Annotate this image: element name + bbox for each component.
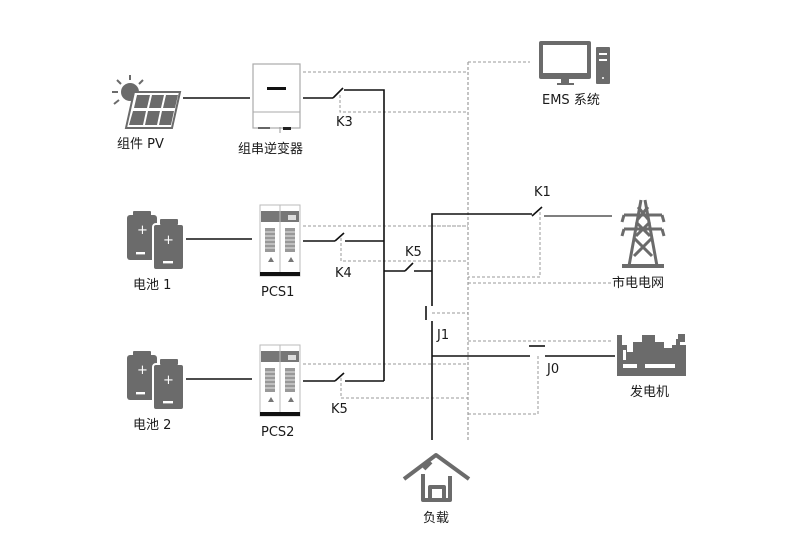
control-lines <box>303 61 612 440</box>
switch-j0: J0 <box>546 362 559 377</box>
battery1-node: + + 电池 1 <box>127 211 185 293</box>
load-label: 负载 <box>423 511 449 526</box>
main-bus-upper <box>431 213 532 306</box>
ems-label: EMS 系统 <box>542 93 600 108</box>
svg-text:+: + <box>137 223 148 238</box>
switch-k5-pcs2-blade <box>334 372 345 382</box>
switch-j0-label: J0 <box>546 362 559 377</box>
switch-k5-pcs2-label: K5 <box>331 402 348 417</box>
k1-control-line <box>468 212 541 278</box>
ac-bus-left <box>344 89 385 381</box>
grid-label: 市电电网 <box>612 275 664 291</box>
switch-j1: J1 <box>436 328 449 343</box>
transmission-tower-icon <box>620 199 666 268</box>
switch-k5-label: K5 <box>405 245 422 260</box>
house-icon <box>402 453 471 502</box>
string-inverter-icon <box>252 63 301 133</box>
switch-k5-blade <box>404 262 414 272</box>
switch-k3-blade <box>332 87 344 99</box>
k4-control-line <box>340 238 468 262</box>
switch-k1-label: K1 <box>534 185 551 200</box>
switch-k5-bus: K5 <box>404 245 422 272</box>
pcs-cabinet-icon <box>259 204 301 277</box>
switch-k3-label: K3 <box>336 115 353 130</box>
switch-k1-blade <box>531 206 543 217</box>
solar-panel-icon <box>112 75 182 129</box>
generator-node: 发电机 <box>617 334 686 400</box>
battery-icon: + + <box>127 211 185 271</box>
load-node: 负载 <box>402 453 471 526</box>
switch-k3: K3 <box>332 87 353 130</box>
battery2-label: 电池 2 <box>133 418 171 433</box>
pcs1-node: PCS1 <box>259 204 301 300</box>
switch-k4-label: K4 <box>335 266 352 281</box>
inverter-node: 组串逆变器 <box>238 63 303 157</box>
k5-pcs2-control-line <box>340 378 468 399</box>
switch-k4: K4 <box>334 232 352 281</box>
pv-label: 组件 PV <box>117 137 164 152</box>
inverter-label: 组串逆变器 <box>238 141 303 157</box>
grid-node: 市电电网 <box>612 199 666 291</box>
pcs2-node: PCS2 <box>259 344 301 440</box>
battery-icon: + + <box>127 351 185 411</box>
generator-icon <box>617 334 686 376</box>
svg-text:+: + <box>137 363 148 378</box>
computer-icon <box>539 41 610 85</box>
switch-k4-blade <box>334 232 345 242</box>
k3-control-line <box>339 95 468 113</box>
generator-label: 发电机 <box>630 384 669 400</box>
pv-node: 组件 PV <box>112 75 182 152</box>
battery1-label: 电池 1 <box>133 278 171 293</box>
svg-text:+: + <box>163 373 174 388</box>
pcs-cabinet-icon <box>259 344 301 417</box>
power-lines <box>183 89 615 440</box>
j0-control-line <box>468 356 539 415</box>
svg-text:+: + <box>163 233 174 248</box>
switch-k1: K1 <box>531 185 551 217</box>
pcs2-label: PCS2 <box>261 425 294 440</box>
pcs1-label: PCS1 <box>261 285 294 300</box>
battery2-node: + + 电池 2 <box>127 351 185 433</box>
ems-node: EMS 系统 <box>539 41 610 108</box>
switch-k5-pcs2: K5 <box>331 372 348 417</box>
switch-j1-label: J1 <box>436 328 449 343</box>
